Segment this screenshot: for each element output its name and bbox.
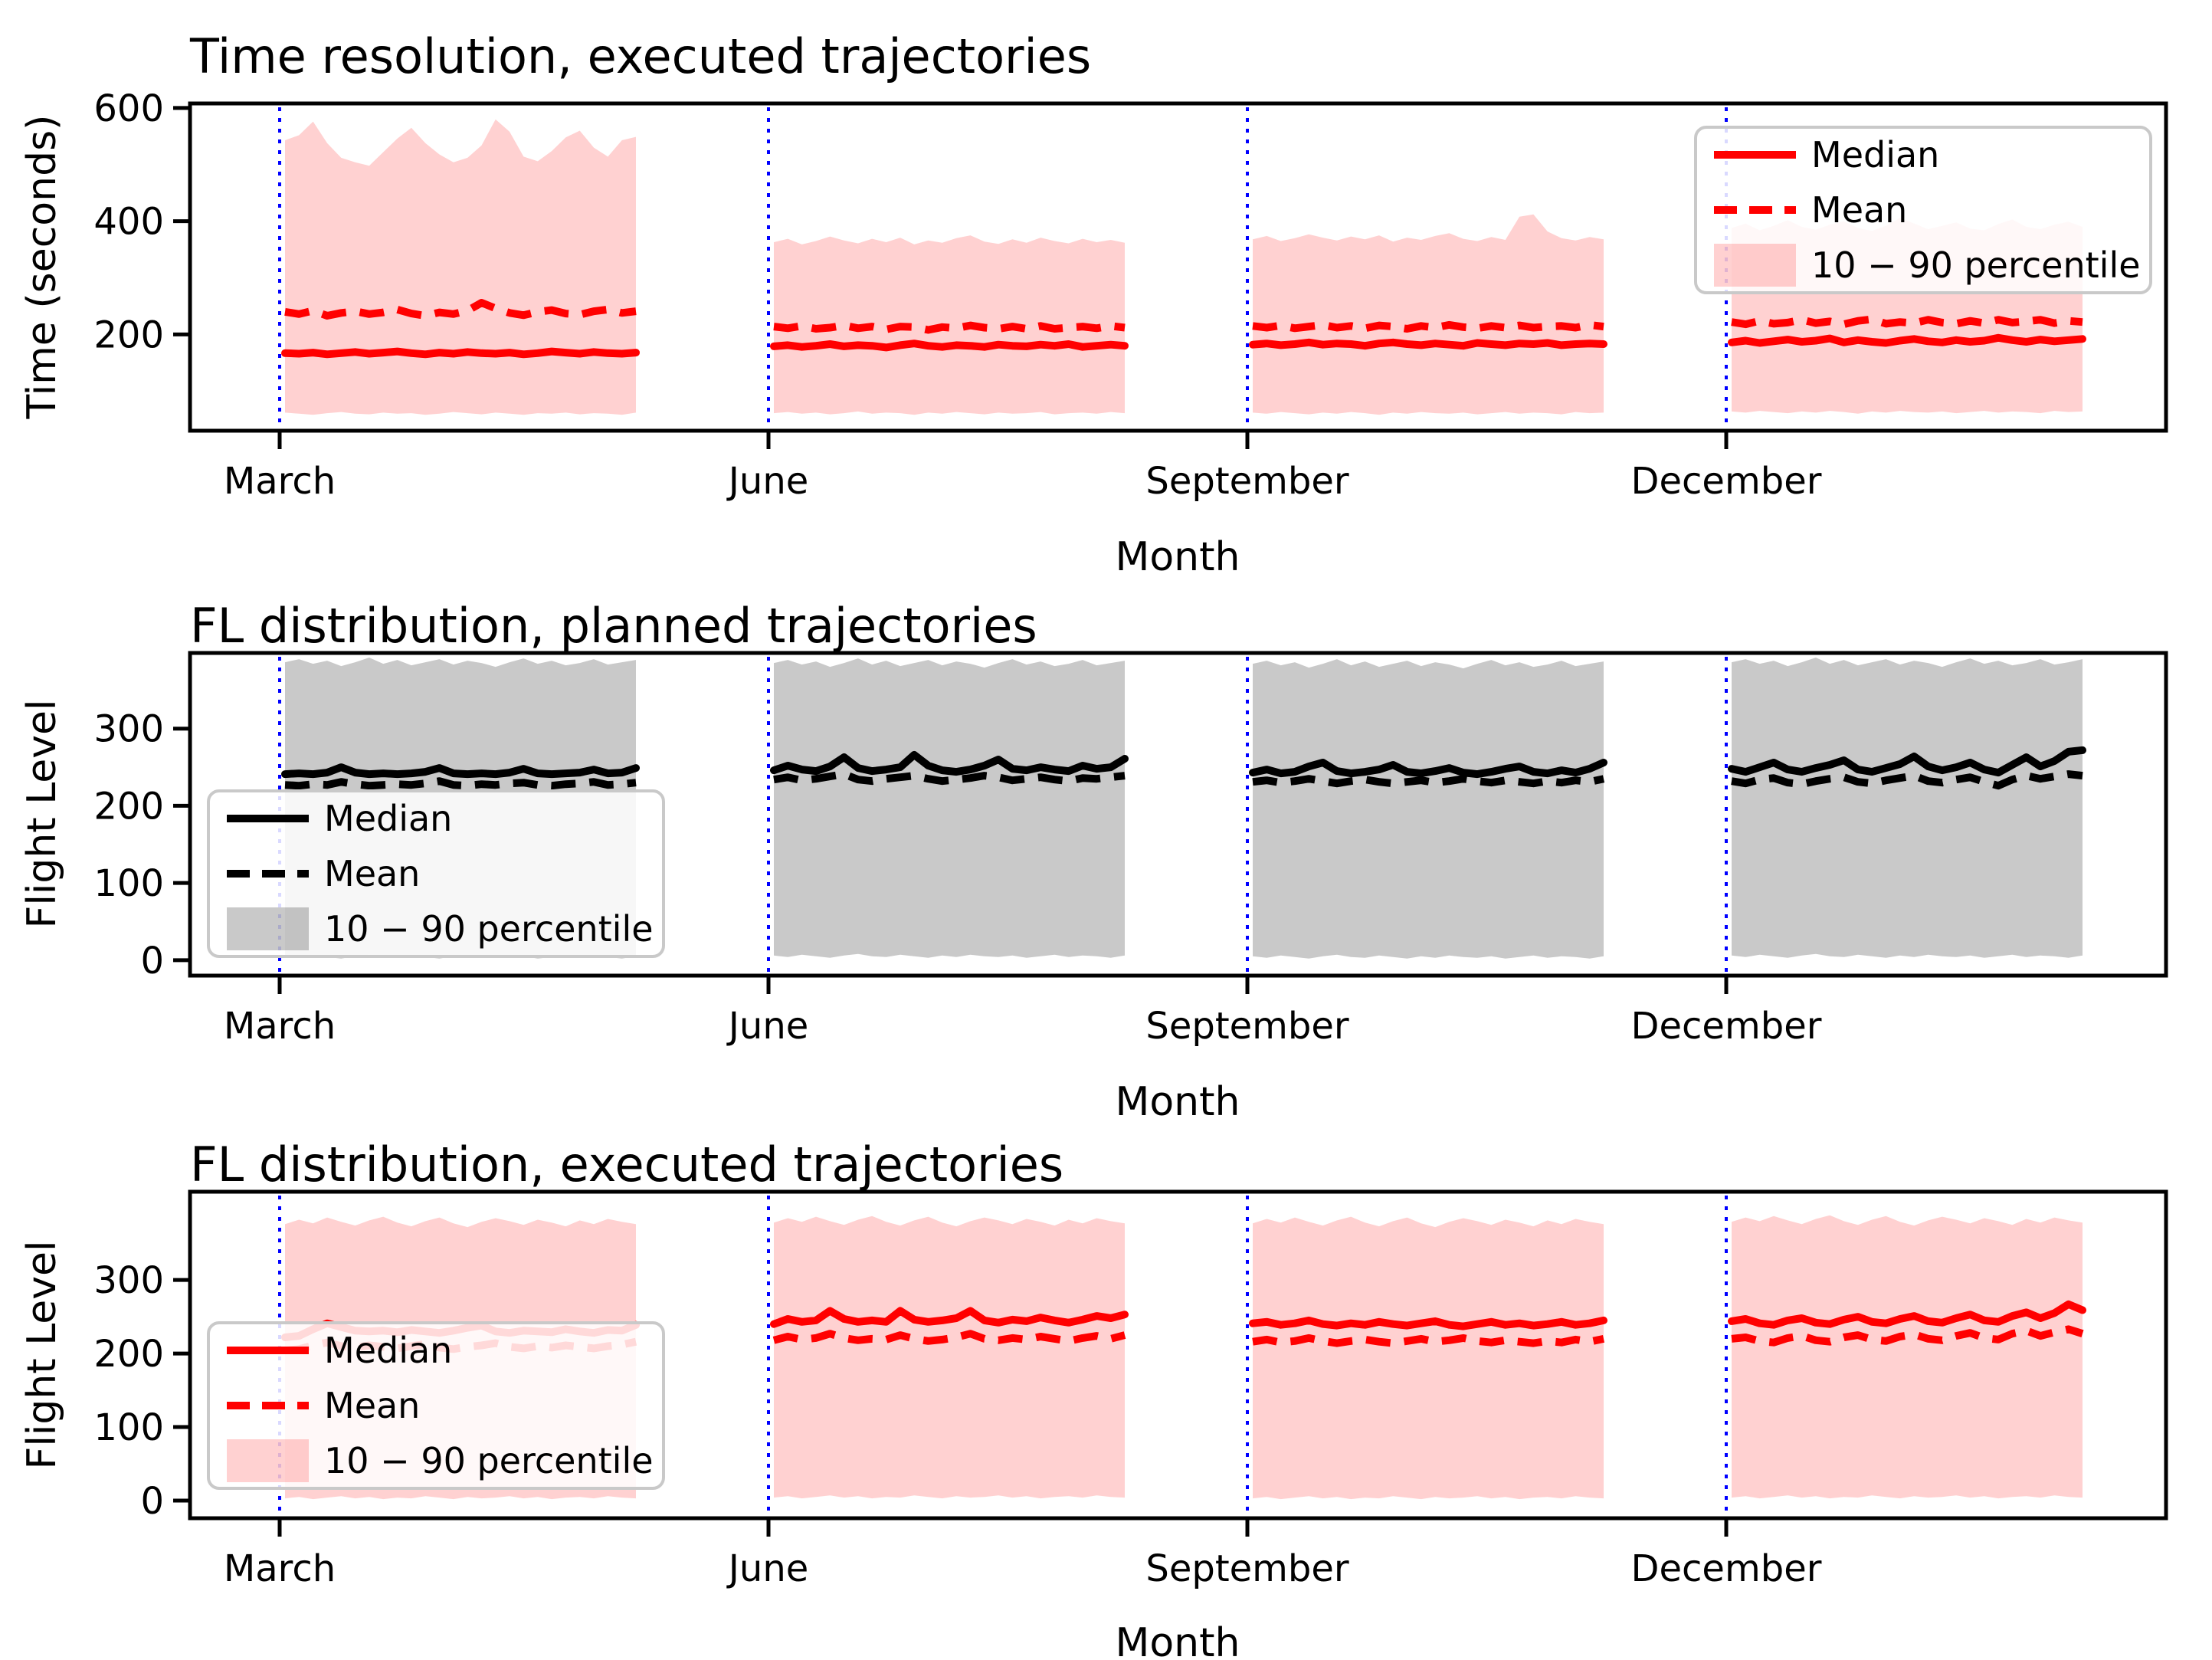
percentile-band-march [285,119,636,415]
y-tick-label: 200 [93,1333,164,1376]
legend-label-percentile: 10 − 90 percentile [324,1440,654,1481]
x-tick-label: June [726,1005,809,1048]
x-tick-label: September [1145,1005,1349,1048]
x-tick-label: June [726,460,809,503]
legend-percentile-patch [227,1439,309,1482]
x-tick-label: March [224,1005,336,1048]
y-tick-label: 0 [140,940,164,983]
legend-box [207,789,665,958]
median-line-september [1249,759,1607,779]
percentile-band-june [774,1215,1125,1499]
x-tick-label: March [224,1547,336,1590]
y-tick-label: 300 [93,708,164,751]
legend-label-mean: Mean [324,1385,420,1426]
mean-line-june [773,770,1126,786]
median-line-september [1249,338,1607,350]
axes-box [188,651,2168,978]
x-tick-label: September [1145,460,1349,503]
percentile-band-june [774,658,1125,958]
x-tick-label: March [224,460,336,503]
median-line-june [770,340,1129,352]
median-line-december [1728,1300,2086,1329]
mean-line-december [1731,770,2083,790]
median-line-september [1249,1316,1607,1330]
plot-time-resolution: Time resolution, executed trajectories T… [19,28,2168,580]
mean-line-march [284,777,637,790]
median-line-march [281,347,640,359]
plot-fl-executed: FL distribution, executed trajectories F… [19,1137,2168,1660]
mean-line-december [1731,315,2083,329]
y-axis-label: Flight Level [19,700,65,929]
chart-title: FL distribution, planned trajectories [190,598,1037,654]
y-axis-label: Time (seconds) [19,115,65,420]
legend-percentile-patch [227,907,309,950]
legend-label-percentile: 10 − 90 percentile [1811,244,2141,286]
percentile-band-december [1732,658,2083,958]
legend-label-percentile: 10 − 90 percentile [324,908,654,950]
mean-line-december [1731,1325,2084,1347]
y-tick-label: 200 [93,313,164,356]
x-axis-label: Month [1116,1620,1240,1660]
median-line-june [770,750,1129,776]
y-tick-label: 600 [93,87,164,130]
mean-line-september [1252,1334,1605,1347]
y-tick-label: 0 [140,1480,164,1523]
chart-title: FL distribution, executed trajectories [190,1137,1063,1193]
median-line-june [770,1307,1129,1328]
mean-line-june [772,1330,1126,1345]
mean-line-september [1252,775,1605,788]
y-tick-label: 300 [93,1259,164,1302]
legend-label-median: Median [324,1330,452,1371]
x-tick-label: December [1631,1547,1822,1590]
percentile-band-september [1253,1216,1604,1500]
x-tick-label: September [1145,1547,1349,1590]
y-tick-label: 200 [93,785,164,828]
y-axis-label: Flight Level [19,1241,65,1470]
y-tick-label: 400 [93,201,164,244]
legend-label-median: Median [1811,134,1939,176]
mean-line-september [1252,320,1604,333]
x-axis-label: Month [1116,534,1240,580]
median-line-march [281,763,640,779]
median-line-december [1728,746,2086,777]
x-tick-label: December [1631,460,1822,503]
mean-line-june [773,321,1126,334]
percentile-band-december [1732,1215,2083,1499]
mean-line-march [284,299,637,320]
axes-box [188,101,2168,433]
x-axis-label: Month [1116,1079,1240,1125]
plot-fl-planned: FL distribution, planned trajectories Fl… [19,598,2168,1125]
y-tick-label: 100 [93,1406,164,1449]
legend: Median Mean 10 − 90 percentile [1694,126,2152,294]
legend-label-mean: Mean [1811,189,1907,231]
percentile-band-september [1253,214,1604,415]
legend-label-mean: Mean [324,853,420,894]
legend: Median Mean 10 − 90 percentile [207,789,665,958]
x-tick-label: June [726,1547,809,1590]
legend: Median Mean 10 − 90 percentile [207,1321,665,1490]
legend-percentile-patch [1714,244,1796,287]
percentile-band-september [1253,659,1604,959]
legend-label-median: Median [324,798,452,839]
x-tick-label: December [1631,1005,1822,1048]
legend-box [1694,126,2152,294]
y-tick-label: 100 [93,862,164,905]
legend-box [207,1321,665,1490]
median-line-december [1728,333,2086,347]
chart-title: Time resolution, executed trajectories [189,28,1091,84]
